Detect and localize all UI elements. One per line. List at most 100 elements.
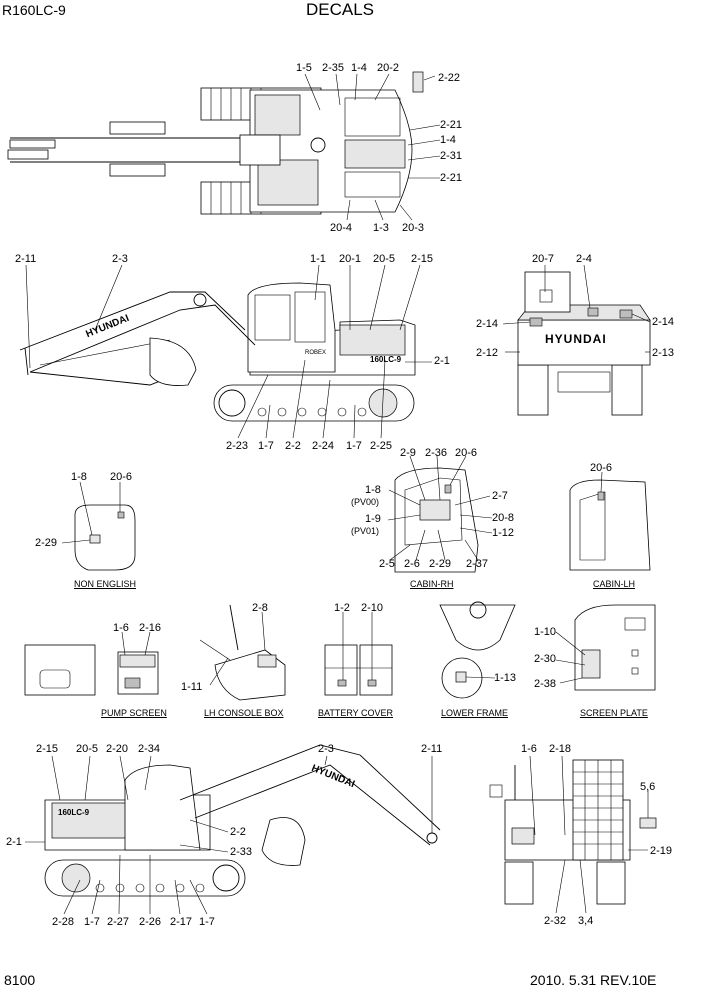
callout-label: 5,6	[640, 781, 656, 793]
callout-label: 2-2	[230, 826, 246, 838]
caption-pump-screen: PUMP SCREEN	[101, 708, 167, 718]
model-number: R160LC-9	[2, 2, 66, 18]
callout-label: 2-24	[312, 440, 335, 452]
callout-label: 20-1	[339, 253, 362, 265]
callout-label: 2-28	[52, 916, 75, 928]
callout-label: 1-12	[492, 527, 515, 539]
callout-label: 2-35	[322, 62, 345, 74]
callout-label: 2-14	[652, 316, 675, 328]
callout-label: (PV00)	[351, 497, 380, 507]
callout-label: 20-4	[330, 222, 353, 234]
callout-label: 2-8	[252, 602, 268, 614]
callout-label: 2-11	[15, 253, 37, 265]
callout-label: 2-14	[476, 318, 499, 330]
leader-lines	[25, 73, 651, 915]
callout-label: 1-6	[113, 622, 129, 634]
callout-label: 20-6	[455, 447, 478, 459]
callout-label: 1-4	[351, 62, 367, 74]
callout-label: 2-38	[534, 678, 557, 690]
callout-label: 2-9	[400, 447, 416, 459]
rear-view-drawing	[517, 271, 651, 416]
caption-screen-plate: SCREEN PLATE	[580, 708, 648, 718]
callout-label: 2-22	[438, 72, 461, 84]
callout-label: 2-19	[650, 845, 673, 857]
callout-label: 1-1	[310, 253, 326, 265]
callout-label: 1-7	[84, 916, 100, 928]
callout-label: 2-11	[421, 743, 443, 755]
callout-label: 2-33	[230, 846, 253, 858]
callout-label: 1-3	[373, 222, 389, 234]
callout-label: 1-9	[365, 513, 381, 525]
lower-frame-drawing	[439, 601, 516, 699]
caption-cabin-rh: CABIN-RH	[410, 579, 454, 589]
callout-label: 2-13	[652, 347, 675, 359]
left-model-plate-text: 160LC-9	[58, 808, 90, 817]
callout-label: 2-4	[576, 253, 592, 265]
callout-label: 2-23	[226, 440, 249, 452]
callout-label: (PV01)	[351, 526, 380, 536]
pump-screen-drawing	[24, 644, 159, 696]
callout-label: 3,4	[578, 915, 594, 927]
callout-label: 2-2	[285, 440, 301, 452]
right-side-view-drawing	[19, 282, 416, 422]
revision-date: 2010. 5.31 REV.10E	[530, 972, 657, 988]
callout-label: 2-27	[107, 916, 130, 928]
callout-label: 20-6	[110, 471, 133, 483]
callout-label: 1-4	[440, 134, 456, 146]
callout-label: 2-18	[549, 743, 572, 755]
callout-label: 2-32	[544, 915, 567, 927]
callout-label: 1-11	[181, 681, 203, 693]
model-plate-text: 160LC-9	[370, 355, 402, 364]
callout-label: 1-8	[71, 471, 87, 483]
callout-label: 20-2	[377, 62, 400, 74]
callout-label: 1-7	[346, 440, 362, 452]
callout-label: 2-10	[361, 602, 384, 614]
caption-lower-frame: LOWER FRAME	[441, 708, 509, 718]
callout-label: 2-29	[429, 558, 452, 570]
callout-label: 2-15	[36, 743, 59, 755]
top-view-drawing	[7, 71, 424, 215]
callout-label: 2-36	[425, 447, 448, 459]
lh-console-drawing	[199, 604, 286, 701]
cabin-lh-drawing	[569, 479, 651, 571]
callout-label: 2-16	[139, 622, 162, 634]
callout-label: 2-21	[440, 172, 463, 184]
callout-label: 2-7	[492, 490, 508, 502]
callout-label: 20-8	[492, 512, 515, 524]
screen-plate-drawing	[574, 604, 656, 691]
callout-label: 20-6	[590, 462, 613, 474]
page-title: DECALS	[306, 0, 375, 19]
callout-label: 2-25	[370, 440, 393, 452]
page-number: 8100	[4, 972, 36, 988]
callout-label: 2-15	[411, 253, 434, 265]
caption-cabin-lh: CABIN-LH	[593, 579, 636, 589]
callout-label: 2-20	[106, 743, 129, 755]
callout-label: 20-7	[532, 253, 555, 265]
callout-label: 2-1	[6, 836, 22, 848]
callout-label: 20-5	[76, 743, 99, 755]
callout-label: 2-34	[138, 743, 161, 755]
callout-label: 2-30	[534, 653, 557, 665]
callout-label: 2-5	[379, 558, 395, 570]
callout-label: 2-17	[170, 916, 193, 928]
callout-label: 2-31	[440, 150, 463, 162]
callout-label: 20-3	[402, 222, 425, 234]
callout-label: 20-5	[373, 253, 396, 265]
callout-label: 2-29	[35, 537, 58, 549]
rear-brand-text: HYUNDAI	[545, 332, 607, 346]
callout-label: 2-3	[112, 253, 128, 265]
cabin-rh-drawing	[394, 467, 479, 573]
callout-label: 1-6	[521, 743, 537, 755]
caption-lh-console: LH CONSOLE BOX	[204, 708, 284, 718]
battery-cover-drawing	[324, 644, 393, 696]
callout-label: 1-8	[365, 484, 381, 496]
callout-label: 1-7	[258, 440, 274, 452]
callout-label: 2-6	[404, 558, 420, 570]
robex-text: ROBEX	[305, 350, 327, 356]
callout-label: 1-10	[534, 626, 557, 638]
caption-battery-cover: BATTERY COVER	[318, 708, 394, 718]
callout-label: 2-3	[318, 743, 334, 755]
callout-label: 2-12	[476, 347, 499, 359]
